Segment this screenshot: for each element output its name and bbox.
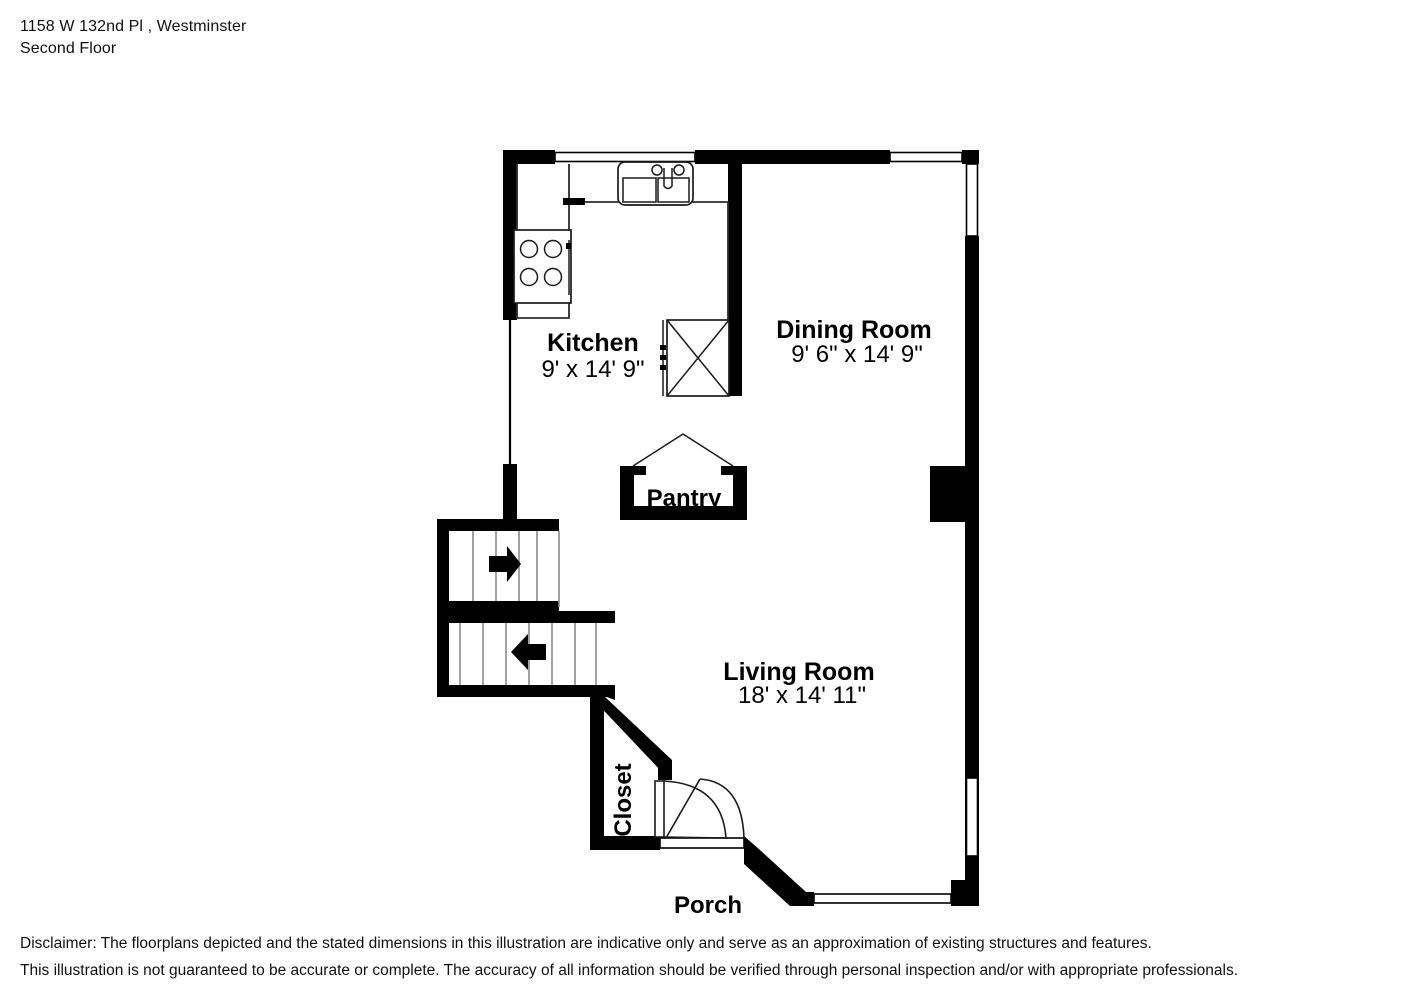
window-dining-right (965, 163, 979, 237)
stair-up-arrow-icon (489, 546, 521, 582)
room-dim-living-room: 18' x 14' 11" (738, 682, 866, 709)
window-living-right (965, 777, 979, 857)
disclaimer-line-1: Disclaimer: The floorplans depicted and … (20, 935, 1152, 952)
entry-door-threshold (659, 837, 745, 849)
window-dining-top (889, 151, 963, 163)
room-label-pantry: Pantry (647, 485, 722, 512)
room-label-closet: Closet (610, 763, 637, 836)
kitchen-fixtures (513, 161, 730, 397)
room-label-porch: Porch (674, 892, 742, 919)
interior-wall-kitchen-dining (728, 150, 742, 396)
floor-label: Second Floor (20, 40, 117, 57)
stair-upper-top-wall (437, 519, 559, 531)
room-labels: Kitchen 9' x 14' 9" Dining Room 9' 6" x … (541, 316, 931, 919)
plan-header: 1158 W 132nd Pl , Westminster Second Flo… (20, 16, 246, 60)
refrigerator-icon (660, 319, 730, 397)
entry-door (665, 778, 745, 839)
exterior-walls (503, 150, 979, 906)
pantry-enclosure (620, 433, 747, 520)
plan-footer: Disclaimer: The floorplans depicted and … (20, 930, 1400, 984)
disclaimer-line-2: This illustration is not guaranteed to b… (20, 962, 1239, 979)
property-address: 1158 W 132nd Pl , Westminster (20, 18, 247, 35)
fireplace-block (930, 466, 966, 522)
room-label-kitchen: Kitchen (547, 329, 639, 357)
window-kitchen-top (554, 151, 696, 163)
sink-icon (617, 161, 694, 206)
room-label-dining-room: Dining Room (776, 316, 932, 344)
room-dim-kitchen: 9' x 14' 9" (541, 356, 644, 383)
stair-down-arrow-icon (511, 634, 546, 670)
closet-door (654, 780, 727, 839)
staircase (437, 519, 615, 700)
room-dim-dining-room: 9' 6" x 14' 9" (791, 341, 923, 368)
range-icon (513, 229, 572, 304)
room-label-living-room: Living Room (723, 658, 874, 686)
porch-railing (813, 893, 952, 904)
